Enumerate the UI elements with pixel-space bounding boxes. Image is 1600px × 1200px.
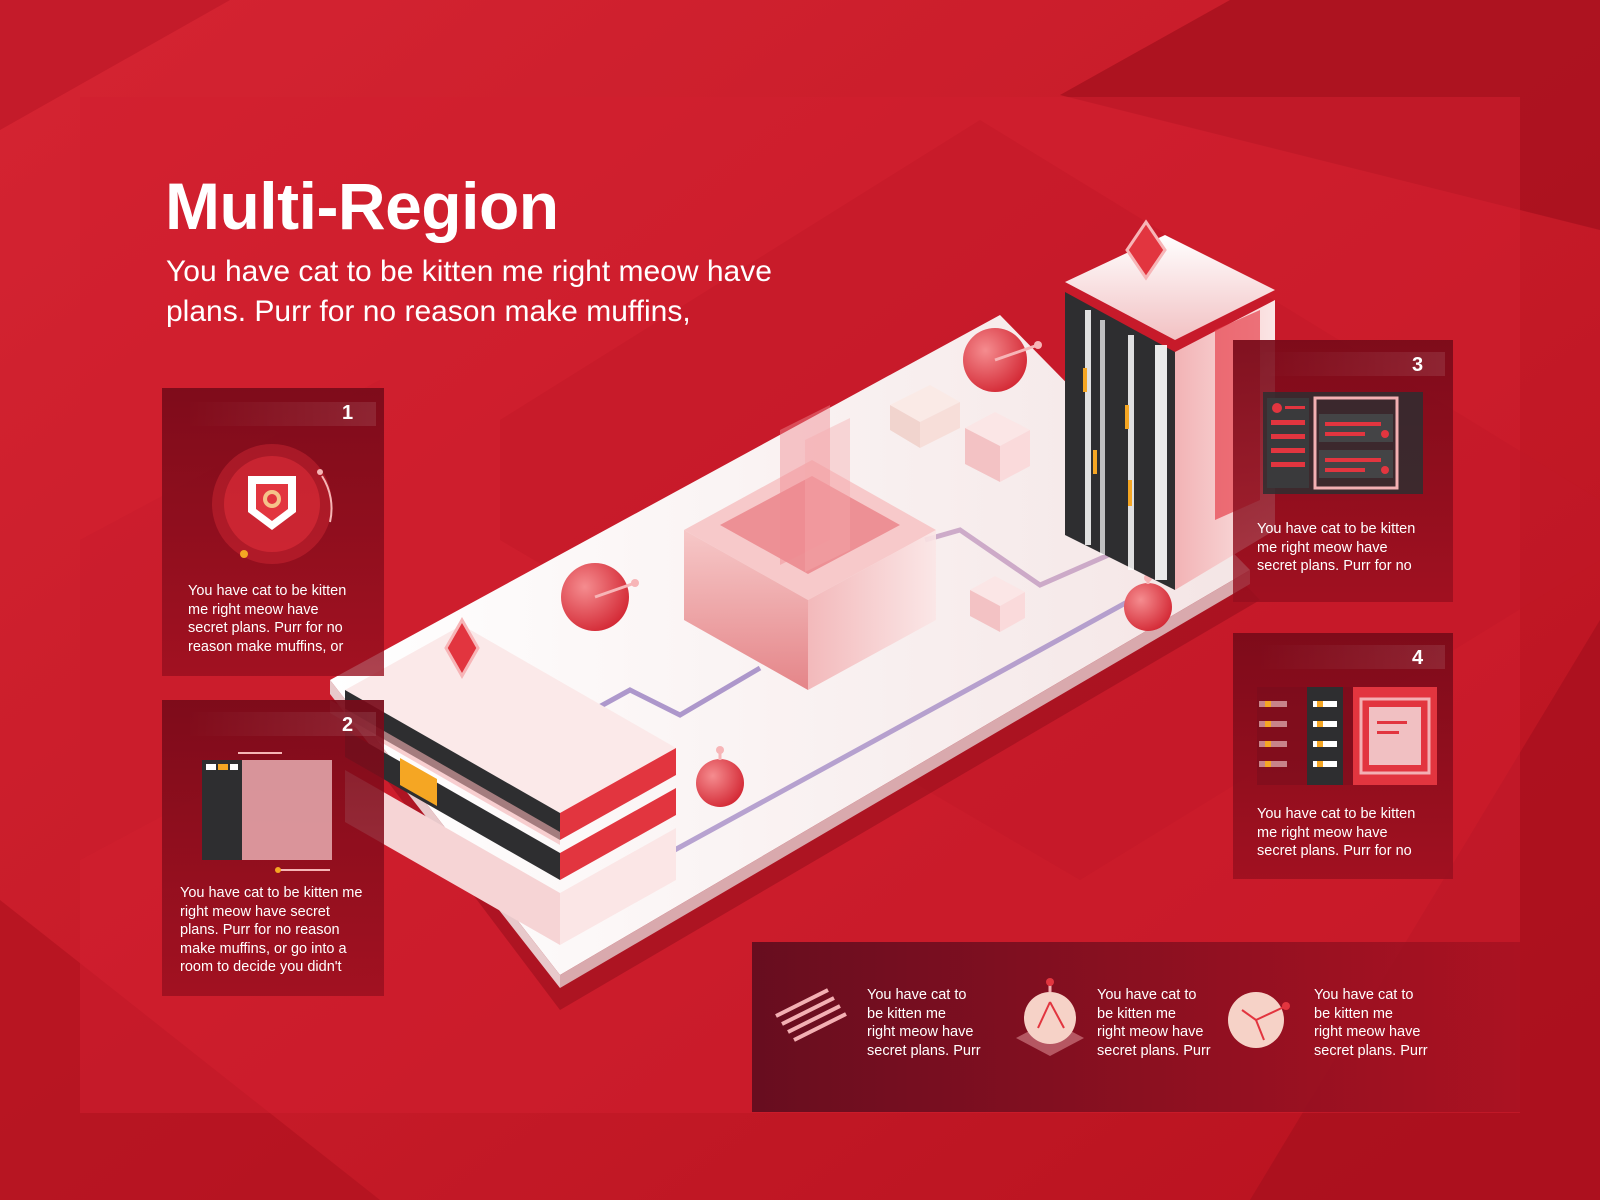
satellite-dish-icon <box>1228 992 1290 1048</box>
feature-card-1: 1 You have cat to be kitten me right meo… <box>162 388 384 676</box>
node-sphere-icon <box>1016 978 1084 1056</box>
satellite-dish <box>561 563 639 631</box>
subtitle-line: You have cat to be kitten me right meow … <box>166 255 772 288</box>
shield-icon <box>212 444 333 564</box>
card-header-bar <box>1257 352 1445 376</box>
text-line: be kitten me <box>1314 1005 1393 1022</box>
feature-card-2: 2 You have cat to be kitten me right meo… <box>162 700 384 996</box>
text-line: right meow have secret <box>180 903 330 920</box>
route-line <box>588 665 762 718</box>
text-line: me right meow have <box>188 601 319 618</box>
text-line: secret plans. Purr for no <box>1257 843 1412 859</box>
text-line: secret plans. Purr <box>1314 1042 1428 1059</box>
card-description: You have cat to be kitten me right meow … <box>1257 520 1415 576</box>
cube <box>965 412 1030 482</box>
text-line: me right meow have <box>1257 824 1388 841</box>
text-line: You have cat to <box>1314 987 1414 1003</box>
legend-panel: You have cat to be kitten me right meow … <box>752 942 1520 1112</box>
text-line: me right meow have <box>1257 539 1388 556</box>
text-line: right meow have <box>1314 1024 1421 1040</box>
text-line: reason make muffins, or <box>188 638 344 655</box>
storage-panel-icon <box>1257 687 1437 785</box>
text-line: right meow have <box>867 1024 974 1040</box>
feature-card-3: 3 You have cat to be kitten me right meo… <box>1233 340 1453 602</box>
text-line: plans. Purr for no reason <box>180 922 340 938</box>
legend-description: You have cat to be kitten me right meow … <box>1097 986 1217 1060</box>
card-header-bar <box>186 712 376 736</box>
text-line: You have cat to be kitten <box>1257 806 1416 822</box>
text-line: secret plans. Purr for no <box>188 620 343 636</box>
text-line: secret plans. Purr for no <box>1257 558 1412 574</box>
card-description: You have cat to be kitten me right meow … <box>1257 805 1415 861</box>
text-line: room to decide you didn't <box>180 959 342 975</box>
subtitle-line: plans. Purr for no reason make muffins, <box>166 295 691 328</box>
card-header-bar <box>186 402 376 426</box>
legend-description: You have cat to be kitten me right meow … <box>867 986 987 1060</box>
card-description: You have cat to be kitten me right meow … <box>188 582 346 656</box>
text-line: right meow have <box>1097 1024 1204 1040</box>
text-line: You have cat to <box>1097 987 1197 1003</box>
text-line: You have cat to be kitten me <box>180 885 363 901</box>
central-block <box>684 405 936 690</box>
text-line: secret plans. Purr <box>867 1042 981 1059</box>
page-title: Multi-Region <box>165 169 559 243</box>
feature-card-4: 4 You have cat to be kitten me right meo… <box>1233 633 1453 879</box>
text-line: You have cat to be kitten <box>1257 521 1416 537</box>
card-number: 3 <box>1412 354 1424 376</box>
satellite-dish <box>963 328 1042 392</box>
page-subtitle: You have cat to be kitten me right meow … <box>166 252 866 332</box>
cube <box>890 385 960 448</box>
card-header-bar <box>1257 645 1445 669</box>
text-line: You have cat to be kitten <box>188 583 347 599</box>
card-description: You have cat to be kitten me right meow … <box>180 884 362 977</box>
card-number: 1 <box>342 402 354 424</box>
cube <box>970 576 1025 632</box>
text-line: make muffins, or go into a <box>180 940 347 957</box>
striped-lines-icon <box>775 988 847 1042</box>
text-line: You have cat to <box>867 987 967 1003</box>
card-number: 2 <box>342 714 354 736</box>
text-line: secret plans. Purr <box>1097 1042 1211 1059</box>
server-rack-icon <box>202 752 332 873</box>
card-number: 4 <box>1412 647 1424 669</box>
dashboard-panel-icon <box>1263 392 1423 494</box>
legend-description: You have cat to be kitten me right meow … <box>1314 986 1434 1060</box>
stacked-datacenter <box>330 616 676 945</box>
text-line: be kitten me <box>1097 1005 1176 1022</box>
node-sphere <box>696 746 744 807</box>
text-line: be kitten me <box>867 1005 946 1022</box>
